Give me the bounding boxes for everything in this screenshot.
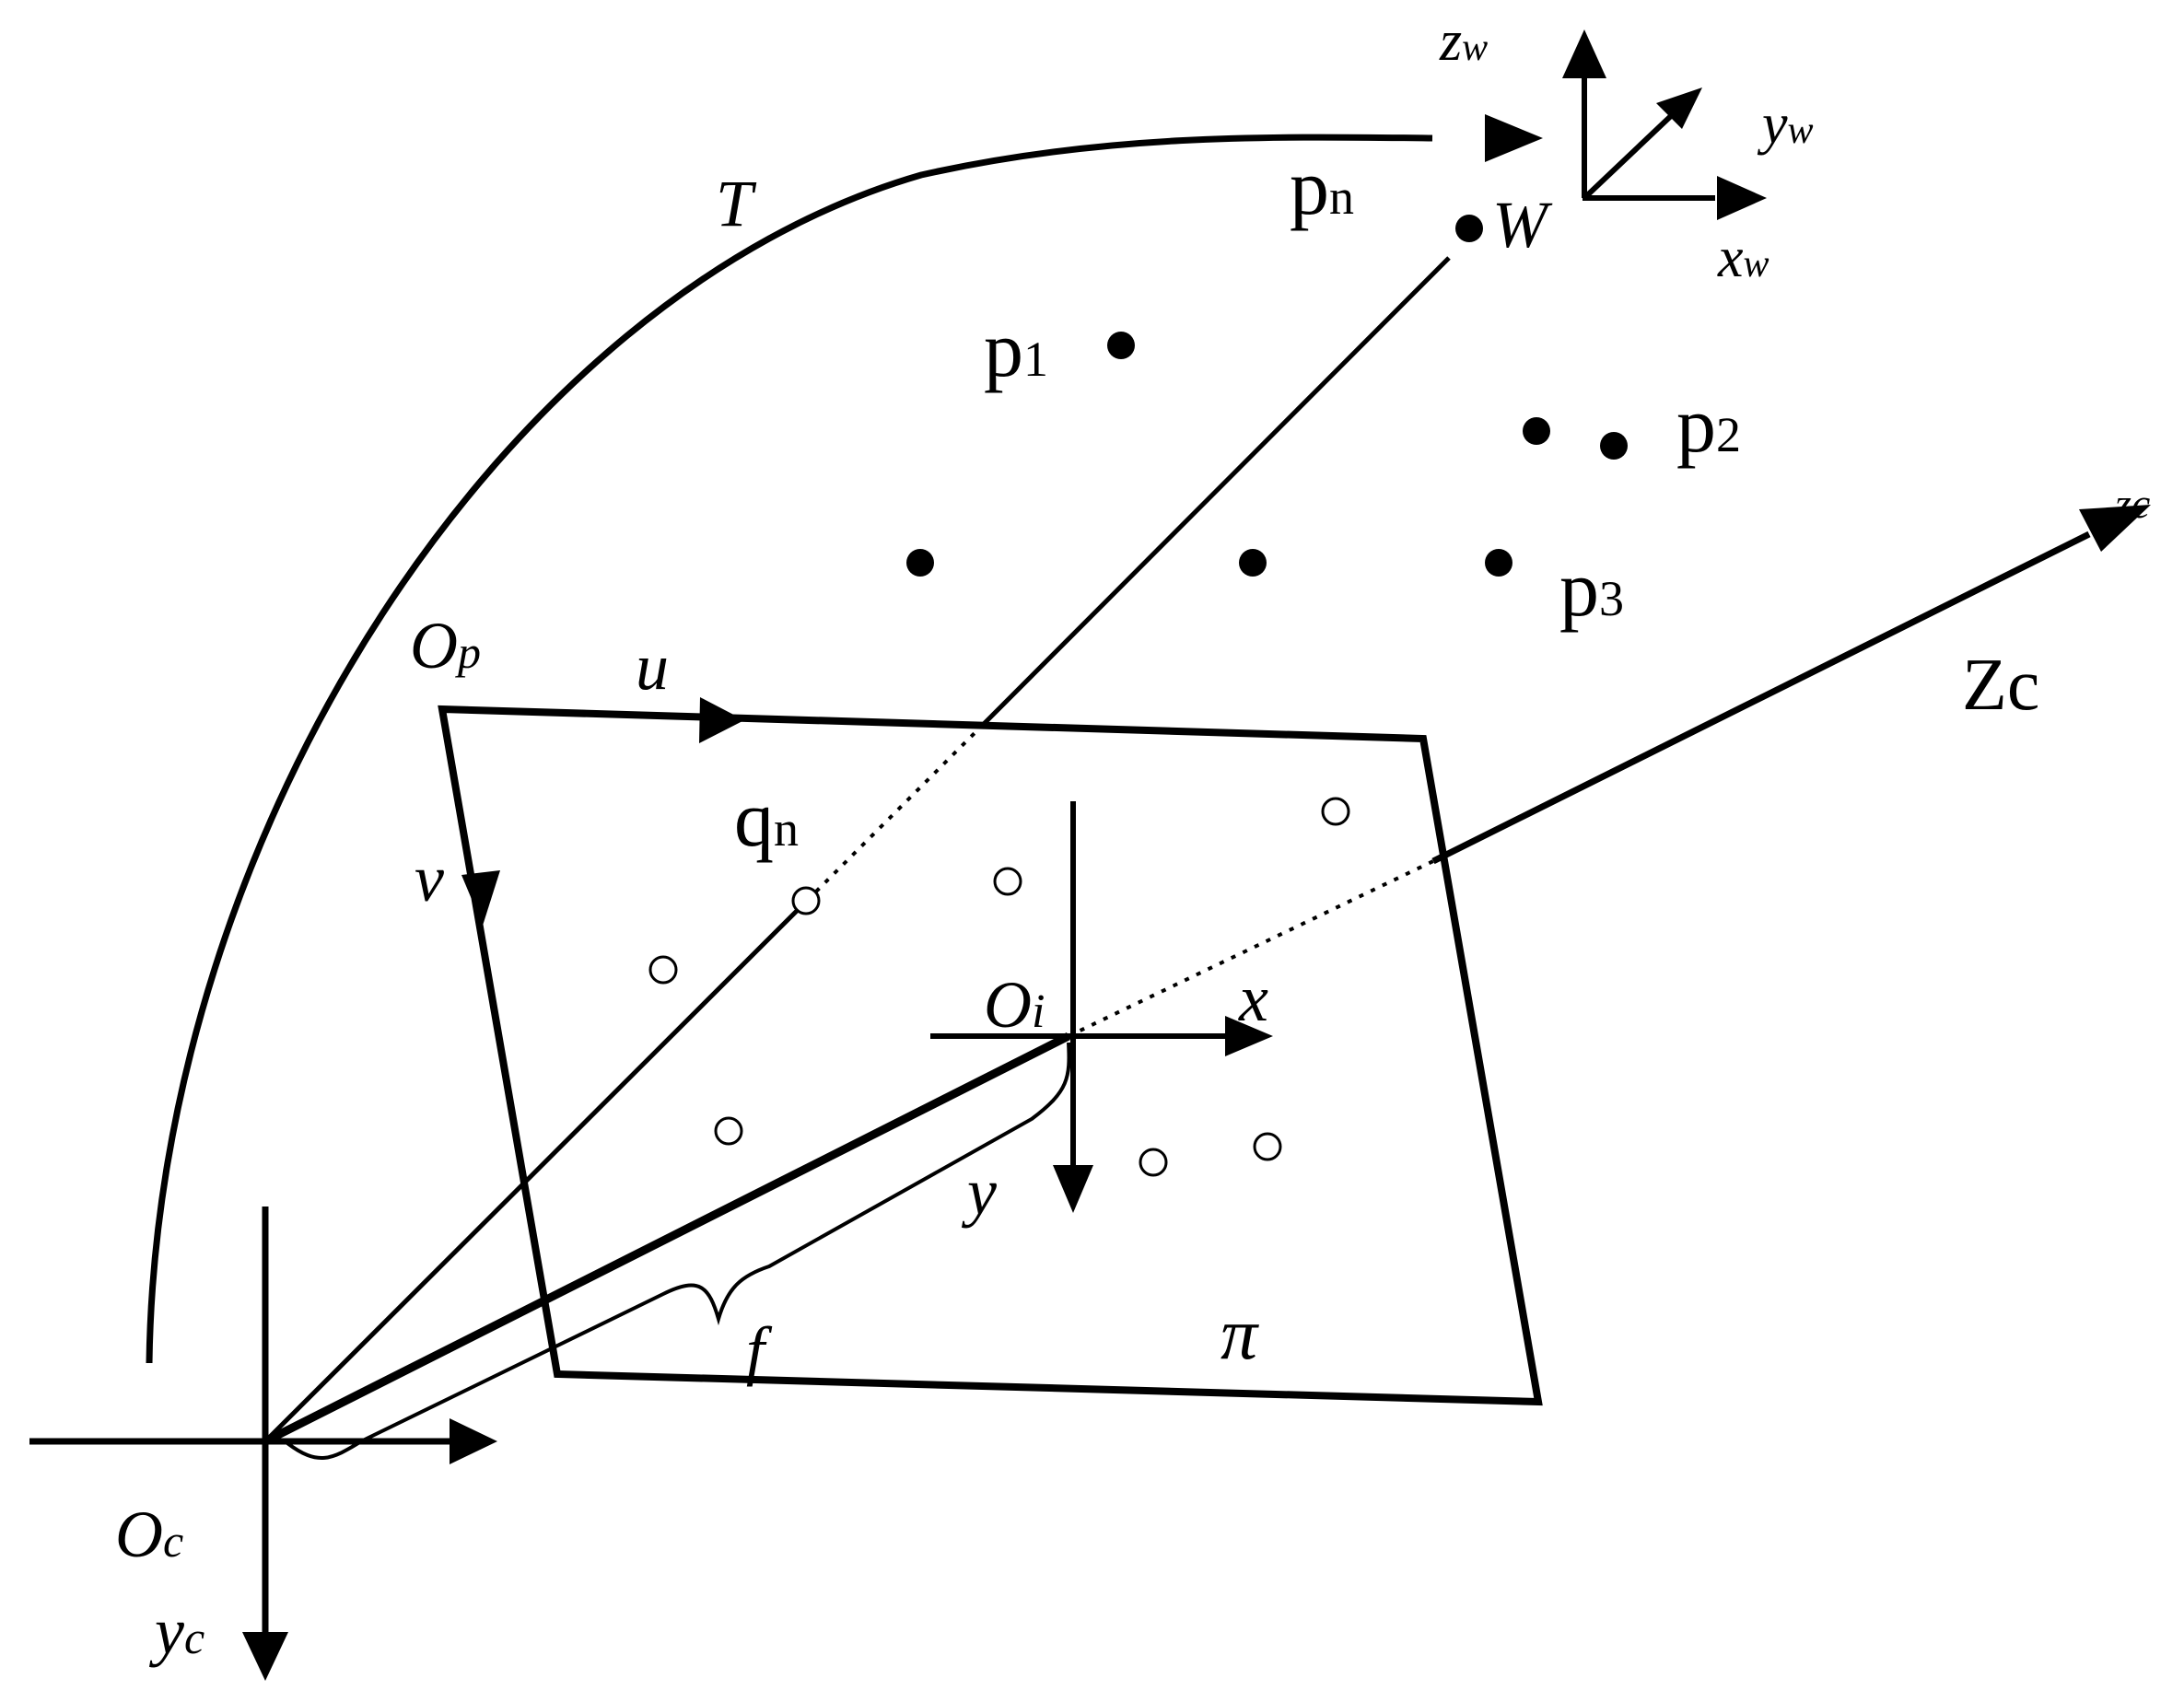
projection-ray-upper xyxy=(982,256,1451,726)
transform-arc-arrowhead xyxy=(1485,114,1543,162)
label-p1: p1 xyxy=(984,305,1048,393)
label-p2: p2 xyxy=(1676,380,1741,469)
world-point xyxy=(1523,417,1550,445)
label-p3: p3 xyxy=(1559,544,1624,633)
label-y: y xyxy=(961,1155,997,1229)
label-pi: π xyxy=(1220,1294,1259,1375)
label-Oc: Oc xyxy=(115,1498,183,1571)
world-point-p2 xyxy=(1600,432,1628,460)
label-yw: yw xyxy=(1757,93,1814,156)
world-z-arrowhead xyxy=(1562,29,1606,78)
u-arrowhead xyxy=(699,697,744,743)
transform-arc xyxy=(146,134,1433,1364)
image-point-qn xyxy=(791,886,821,915)
image-y-arrowhead xyxy=(1053,1165,1093,1213)
label-xw: xw xyxy=(1717,227,1769,289)
label-zc-axis-end: zc xyxy=(2114,480,2150,527)
label-Op: Op xyxy=(410,609,481,682)
label-x: x xyxy=(1238,962,1268,1035)
camera-x-arrowhead xyxy=(450,1418,497,1464)
image-point xyxy=(714,1116,743,1146)
label-v: v xyxy=(415,842,444,915)
image-point xyxy=(1139,1148,1168,1177)
optical-axis-visible xyxy=(1431,530,2091,865)
image-point xyxy=(1321,797,1350,826)
world-point-pn xyxy=(1455,215,1483,242)
label-qn: qn xyxy=(734,775,799,863)
world-point-p1 xyxy=(1107,332,1135,359)
principal-ray xyxy=(263,1032,1071,1446)
image-x-arrowhead xyxy=(1225,1016,1273,1056)
projection-ray-lower xyxy=(263,899,809,1443)
label-zw: zw xyxy=(1439,10,1488,73)
label-W: W xyxy=(1492,188,1553,262)
world-y-axis xyxy=(1582,112,1675,201)
image-point xyxy=(648,955,678,985)
label-yc: yc xyxy=(148,1594,204,1668)
world-y-arrowhead xyxy=(1656,87,1702,129)
world-x-arrowhead xyxy=(1717,176,1767,220)
image-point xyxy=(993,867,1022,896)
optical-axis-hidden xyxy=(1068,859,1434,1038)
world-point xyxy=(906,549,934,577)
label-Zc: Zc xyxy=(1962,645,2039,726)
world-point-p3 xyxy=(1485,549,1512,577)
focal-length-brace xyxy=(286,1042,1071,1460)
optical-axis-arrowhead xyxy=(2079,505,2151,552)
world-point xyxy=(1239,549,1267,577)
label-pn: pn xyxy=(1290,143,1354,231)
label-f: f xyxy=(746,1313,773,1387)
image-plane xyxy=(438,705,1543,1406)
v-arrowhead xyxy=(461,870,500,926)
projection-ray-hidden xyxy=(805,722,986,903)
image-point xyxy=(1253,1132,1282,1161)
label-u: u xyxy=(636,630,669,704)
label-T: T xyxy=(716,167,757,240)
label-Oi: Oi xyxy=(984,968,1045,1042)
camera-y-arrowhead xyxy=(242,1632,288,1681)
